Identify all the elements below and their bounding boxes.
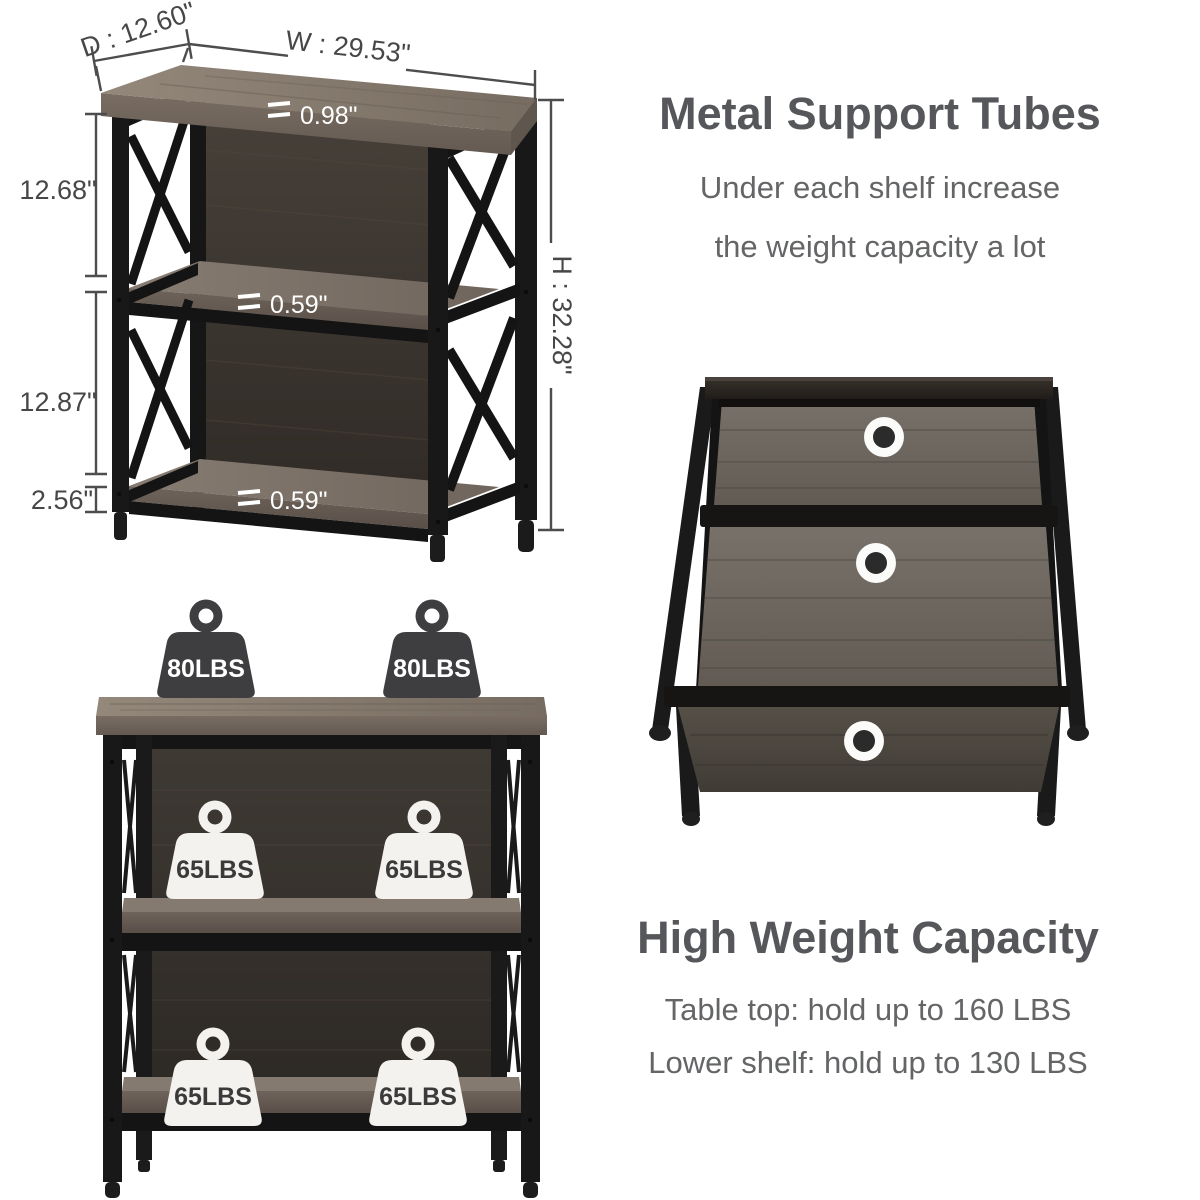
top-thickness-label: 0.98" [300,102,358,130]
bottom-thickness-label: 0.59" [270,487,328,515]
top-board-front-view [96,697,547,716]
weight-icon-top-right: 80LBS [383,599,481,698]
svg-text:65LBS: 65LBS [385,856,463,884]
top-board-front [101,93,511,155]
height-dimension-label: H : 32.28" [547,255,577,374]
svg-text:80LBS: 80LBS [167,655,245,683]
front-right-leg [428,140,448,535]
left-x-brace [126,104,194,480]
weight-capacity-title: High Weight Capacity [637,912,1099,963]
front-left-leg [112,114,129,512]
lower-section-label: 12.87" [19,387,96,417]
upper-section-label: 12.68" [19,175,96,205]
svg-text:65LBS: 65LBS [379,1083,457,1111]
weight-icon-bottom-right: 65LBS [369,1027,467,1126]
weight-capacity-line1: Table top: hold up to 160 LBS [664,992,1072,1027]
bookshelf-dimension-diagram: 12.68" 12.87" 2.56" D : 12.60" W : 29.53… [19,0,577,562]
weight-icon-middle-left: 65LBS [166,800,264,899]
bottom-shelf-top [129,459,499,514]
support-tube-grommets [844,417,904,761]
svg-text:80LBS: 80LBS [393,655,471,683]
width-dimension-label: W : 29.53" [284,25,412,69]
back-right-leg [515,98,537,520]
weight-icon-bottom-left: 65LBS [164,1027,262,1126]
metal-support-line1: Under each shelf increase [699,170,1061,205]
middle-thickness-label: 0.59" [270,291,328,319]
svg-text:65LBS: 65LBS [174,1083,252,1111]
right-x-brace [444,124,519,492]
bookshelf-capacity-view: 80LBS 80LBS 65LBS 65LBS 65LBS 65LBS [96,599,547,1198]
svg-text:65LBS: 65LBS [176,856,254,884]
bottom-clearance-label: 2.56" [31,485,93,515]
top-board [101,65,537,132]
bottom-shelf-rail [129,501,428,542]
middle-shelf-top [129,261,499,316]
support-tube-photo [649,377,1089,826]
middle-shelf-rail [129,302,428,343]
panel-2 [698,527,1058,686]
metal-support-line2: the weight capacity a lot [714,229,1046,264]
table-top-slab [705,377,1053,399]
dimension-lines [85,28,564,532]
weight-capacity-line2: Lower shelf: hold up to 130 LBS [648,1045,1088,1080]
metal-support-title: Metal Support Tubes [659,88,1101,139]
weight-icon-top-left: 80LBS [157,599,255,698]
weight-icon-middle-right: 65LBS [375,800,473,899]
